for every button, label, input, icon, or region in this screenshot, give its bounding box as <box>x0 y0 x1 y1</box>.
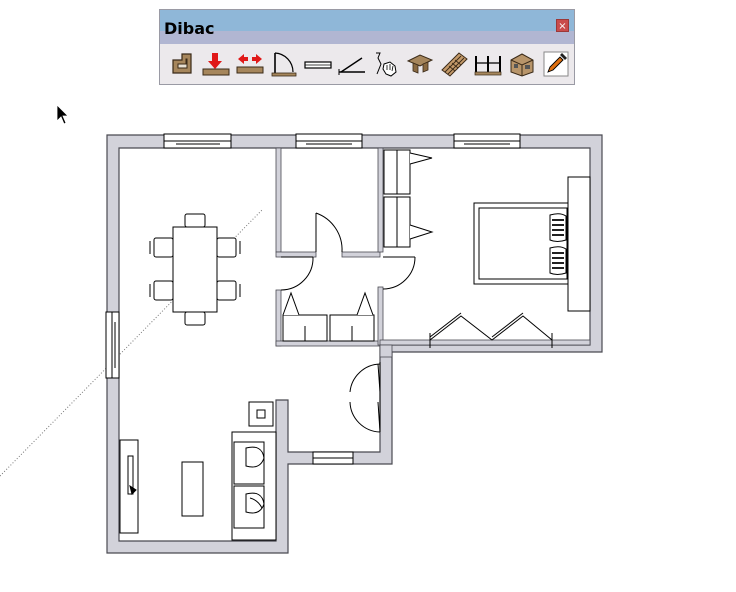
door-bedroom <box>382 256 416 290</box>
door-bathroom <box>315 212 343 253</box>
window-tool-icon <box>303 61 332 69</box>
floor-plan-canvas[interactable] <box>0 90 736 570</box>
stair-tool-button[interactable] <box>438 48 469 80</box>
bed <box>473 176 591 312</box>
toolbar-tools <box>166 48 571 80</box>
door-tool-icon <box>271 52 296 77</box>
dibac-toolbar: Dibac × <box>159 9 575 85</box>
door-dining <box>280 256 314 291</box>
dining-table <box>149 213 241 326</box>
stair-tool-icon <box>440 52 468 77</box>
wall-tool-icon <box>171 53 192 74</box>
wall-closet-bottom <box>275 340 381 347</box>
wall-right-mid <box>341 251 381 258</box>
model-3d-tool-icon <box>510 53 533 77</box>
move-wall-tool-button[interactable] <box>234 48 265 80</box>
wall-hall-step <box>379 344 393 358</box>
wall-bedroom-left-low <box>377 286 384 346</box>
furniture-tool-button[interactable] <box>404 48 435 80</box>
extend-wall-tool-button[interactable] <box>200 48 231 80</box>
coffee-table <box>181 461 204 517</box>
hand-tool-button[interactable] <box>370 48 401 80</box>
door-tool-button[interactable] <box>268 48 299 80</box>
sofa <box>231 431 277 541</box>
toolbar-titlebar[interactable]: Dibac × <box>160 10 574 44</box>
window-top-middle <box>295 133 363 149</box>
window-top-right <box>453 133 521 149</box>
window-hall-bottom <box>312 451 354 465</box>
eyedropper-tool-icon <box>543 51 568 77</box>
furniture-tool-icon <box>406 54 433 74</box>
toolbar-title: Dibac <box>164 19 215 38</box>
railing-tool-icon <box>474 56 501 76</box>
guide-line <box>0 209 263 477</box>
dimension-tool-button[interactable] <box>336 48 367 80</box>
hand-tool-icon <box>375 52 397 77</box>
tv-unit <box>119 439 139 534</box>
entry-door <box>349 362 381 433</box>
mouse-cursor-icon <box>56 104 69 125</box>
model-3d-tool-button[interactable] <box>506 48 537 80</box>
railing-tool-button[interactable] <box>472 48 503 80</box>
dimension-tool-icon <box>338 57 365 75</box>
close-button[interactable]: × <box>556 19 569 32</box>
wardrobe-bedroom <box>383 149 434 248</box>
window-tool-button[interactable] <box>302 48 333 80</box>
window-top-left <box>163 133 232 149</box>
wall-tool-button[interactable] <box>166 48 197 80</box>
wall-living-divider-top <box>275 147 282 253</box>
closet-hall <box>282 291 375 342</box>
move-wall-tool-icon <box>236 54 263 74</box>
wall-left-mid <box>275 251 317 258</box>
wall-closet-left <box>275 289 282 347</box>
extend-wall-tool-icon <box>202 53 229 76</box>
folding-door-bedroom <box>429 312 553 348</box>
wall-bedroom-bottom <box>379 339 591 346</box>
eyedropper-tool-button[interactable] <box>540 48 571 80</box>
side-table <box>248 401 274 427</box>
wall-bedroom-left <box>377 147 384 253</box>
window-left <box>105 311 120 379</box>
